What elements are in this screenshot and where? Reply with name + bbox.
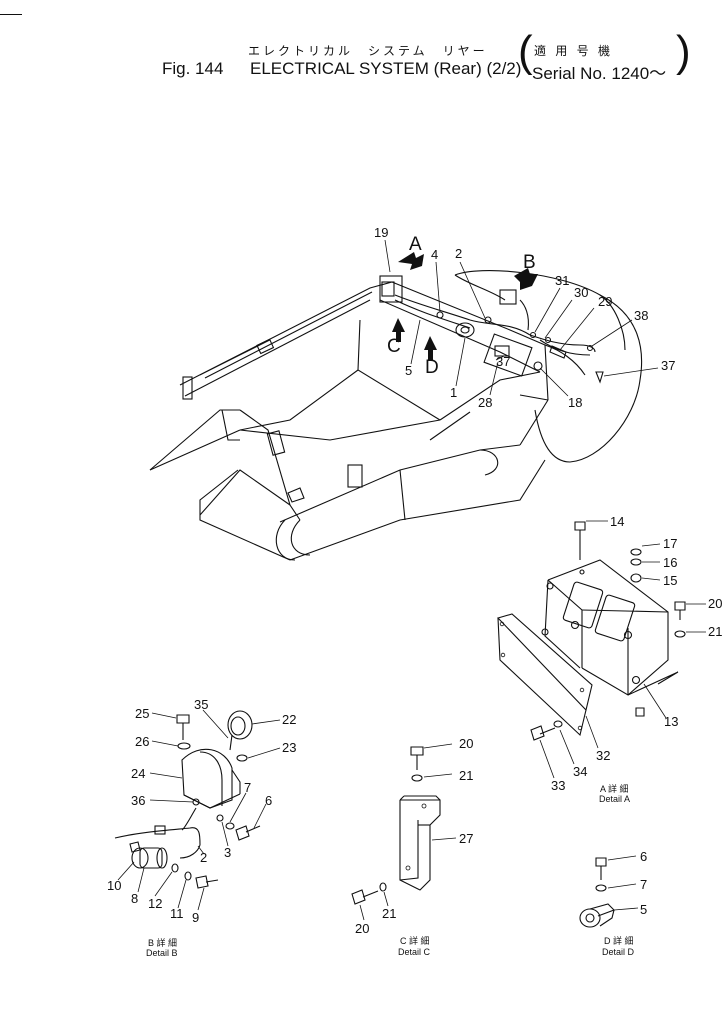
view-arrow-b-icon (514, 268, 538, 290)
callout-d-6: 6 (640, 849, 647, 864)
detail-c-view: 20 21 27 20 21 C 詳 細 Detail C (351, 736, 473, 957)
callout-b-12: 12 (148, 896, 162, 911)
callout-37: 37 (661, 358, 675, 373)
callout-d-5: 5 (640, 902, 647, 917)
detail-c-caption: Detail C (398, 947, 431, 957)
callout-38: 38 (634, 308, 648, 323)
detail-b-caption: Detail B (146, 948, 178, 958)
callout-19: 19 (374, 225, 388, 240)
callout-b-24: 24 (131, 766, 145, 781)
detail-d-view: 6 7 5 D 詳 細 Detail D (579, 849, 647, 957)
callout-c-20b: 20 (355, 921, 369, 936)
serial-bracket-left: ( (518, 27, 533, 76)
callout-b-35: 35 (194, 697, 208, 712)
callout-a-32: 32 (596, 748, 610, 763)
callout-5: 5 (405, 363, 412, 378)
callout-37b: 37 (496, 354, 510, 369)
detail-b-caption-jp: B 詳 細 (148, 937, 177, 948)
callout-b-9: 9 (192, 910, 199, 925)
detail-b-view: 25 35 22 26 23 24 7 6 36 3 2 10 8 12 11 … (107, 697, 296, 958)
view-arrow-d-label: D (425, 357, 439, 378)
detail-d-caption-jp: D 詳 細 (604, 935, 634, 946)
main-assembly-view: A B C D 19 4 2 31 30 29 (149, 225, 675, 561)
detail-a-caption-jp: A 詳 細 (600, 783, 629, 794)
detail-a-view: 14 17 16 15 20 21 13 32 34 33 A 詳 細 Deta… (496, 514, 722, 804)
callout-a-14: 14 (610, 514, 624, 529)
callout-b-11: 11 (170, 906, 184, 921)
callout-31: 31 (555, 273, 569, 288)
detail-a-caption: Detail A (599, 794, 630, 804)
callout-a-17: 17 (663, 536, 677, 551)
view-arrow-d-icon (424, 336, 437, 360)
callout-1: 1 (450, 385, 457, 400)
callout-c-21b: 21 (382, 906, 396, 921)
callout-a-21: 21 (708, 624, 722, 639)
callout-2: 2 (455, 246, 462, 261)
serial-title-japanese: 適 用 号 機 (534, 44, 614, 58)
callout-b-22: 22 (282, 712, 296, 727)
callout-a-16: 16 (663, 555, 677, 570)
callout-a-33: 33 (551, 778, 565, 793)
callout-a-13: 13 (664, 714, 678, 729)
callout-29: 29 (598, 294, 612, 309)
callout-a-34: 34 (573, 764, 587, 779)
view-arrow-c-label: C (387, 336, 401, 357)
view-arrow-a-icon (398, 252, 424, 270)
callout-b-3: 3 (224, 845, 231, 860)
callout-b-10: 10 (107, 878, 121, 893)
callout-b-8: 8 (131, 891, 138, 906)
serial-bracket-right: ) (676, 27, 691, 76)
callout-d-7: 7 (640, 877, 647, 892)
callout-28: 28 (478, 395, 492, 410)
callout-4: 4 (431, 247, 438, 262)
callout-b-25: 25 (135, 706, 149, 721)
callout-b-23: 23 (282, 740, 296, 755)
view-arrow-a-label: A (409, 234, 422, 255)
callout-18: 18 (568, 395, 582, 410)
corner-mark (0, 14, 22, 15)
callout-b-6: 6 (265, 793, 272, 808)
callout-b-2: 2 (200, 850, 207, 865)
page-title: ELECTRICAL SYSTEM (Rear) (2/2) (250, 59, 522, 78)
detail-d-caption: Detail D (602, 947, 635, 957)
callout-b-36: 36 (131, 793, 145, 808)
callout-b-26: 26 (135, 734, 149, 749)
callout-b-7: 7 (244, 780, 251, 795)
callout-a-15: 15 (663, 573, 677, 588)
callout-c-20: 20 (459, 736, 473, 751)
view-arrow-b-label: B (523, 252, 536, 273)
detail-c-caption-jp: C 詳 細 (400, 935, 430, 946)
figure-number: Fig. 144 (162, 59, 224, 78)
callout-c-27: 27 (459, 831, 473, 846)
title-japanese: エレクトリカル システム リヤー (248, 44, 488, 58)
callout-c-21: 21 (459, 768, 473, 783)
callout-30: 30 (574, 285, 588, 300)
view-arrow-c-icon (392, 318, 405, 342)
callout-a-20: 20 (708, 596, 722, 611)
serial-range: Serial No. 1240～ (532, 64, 667, 83)
